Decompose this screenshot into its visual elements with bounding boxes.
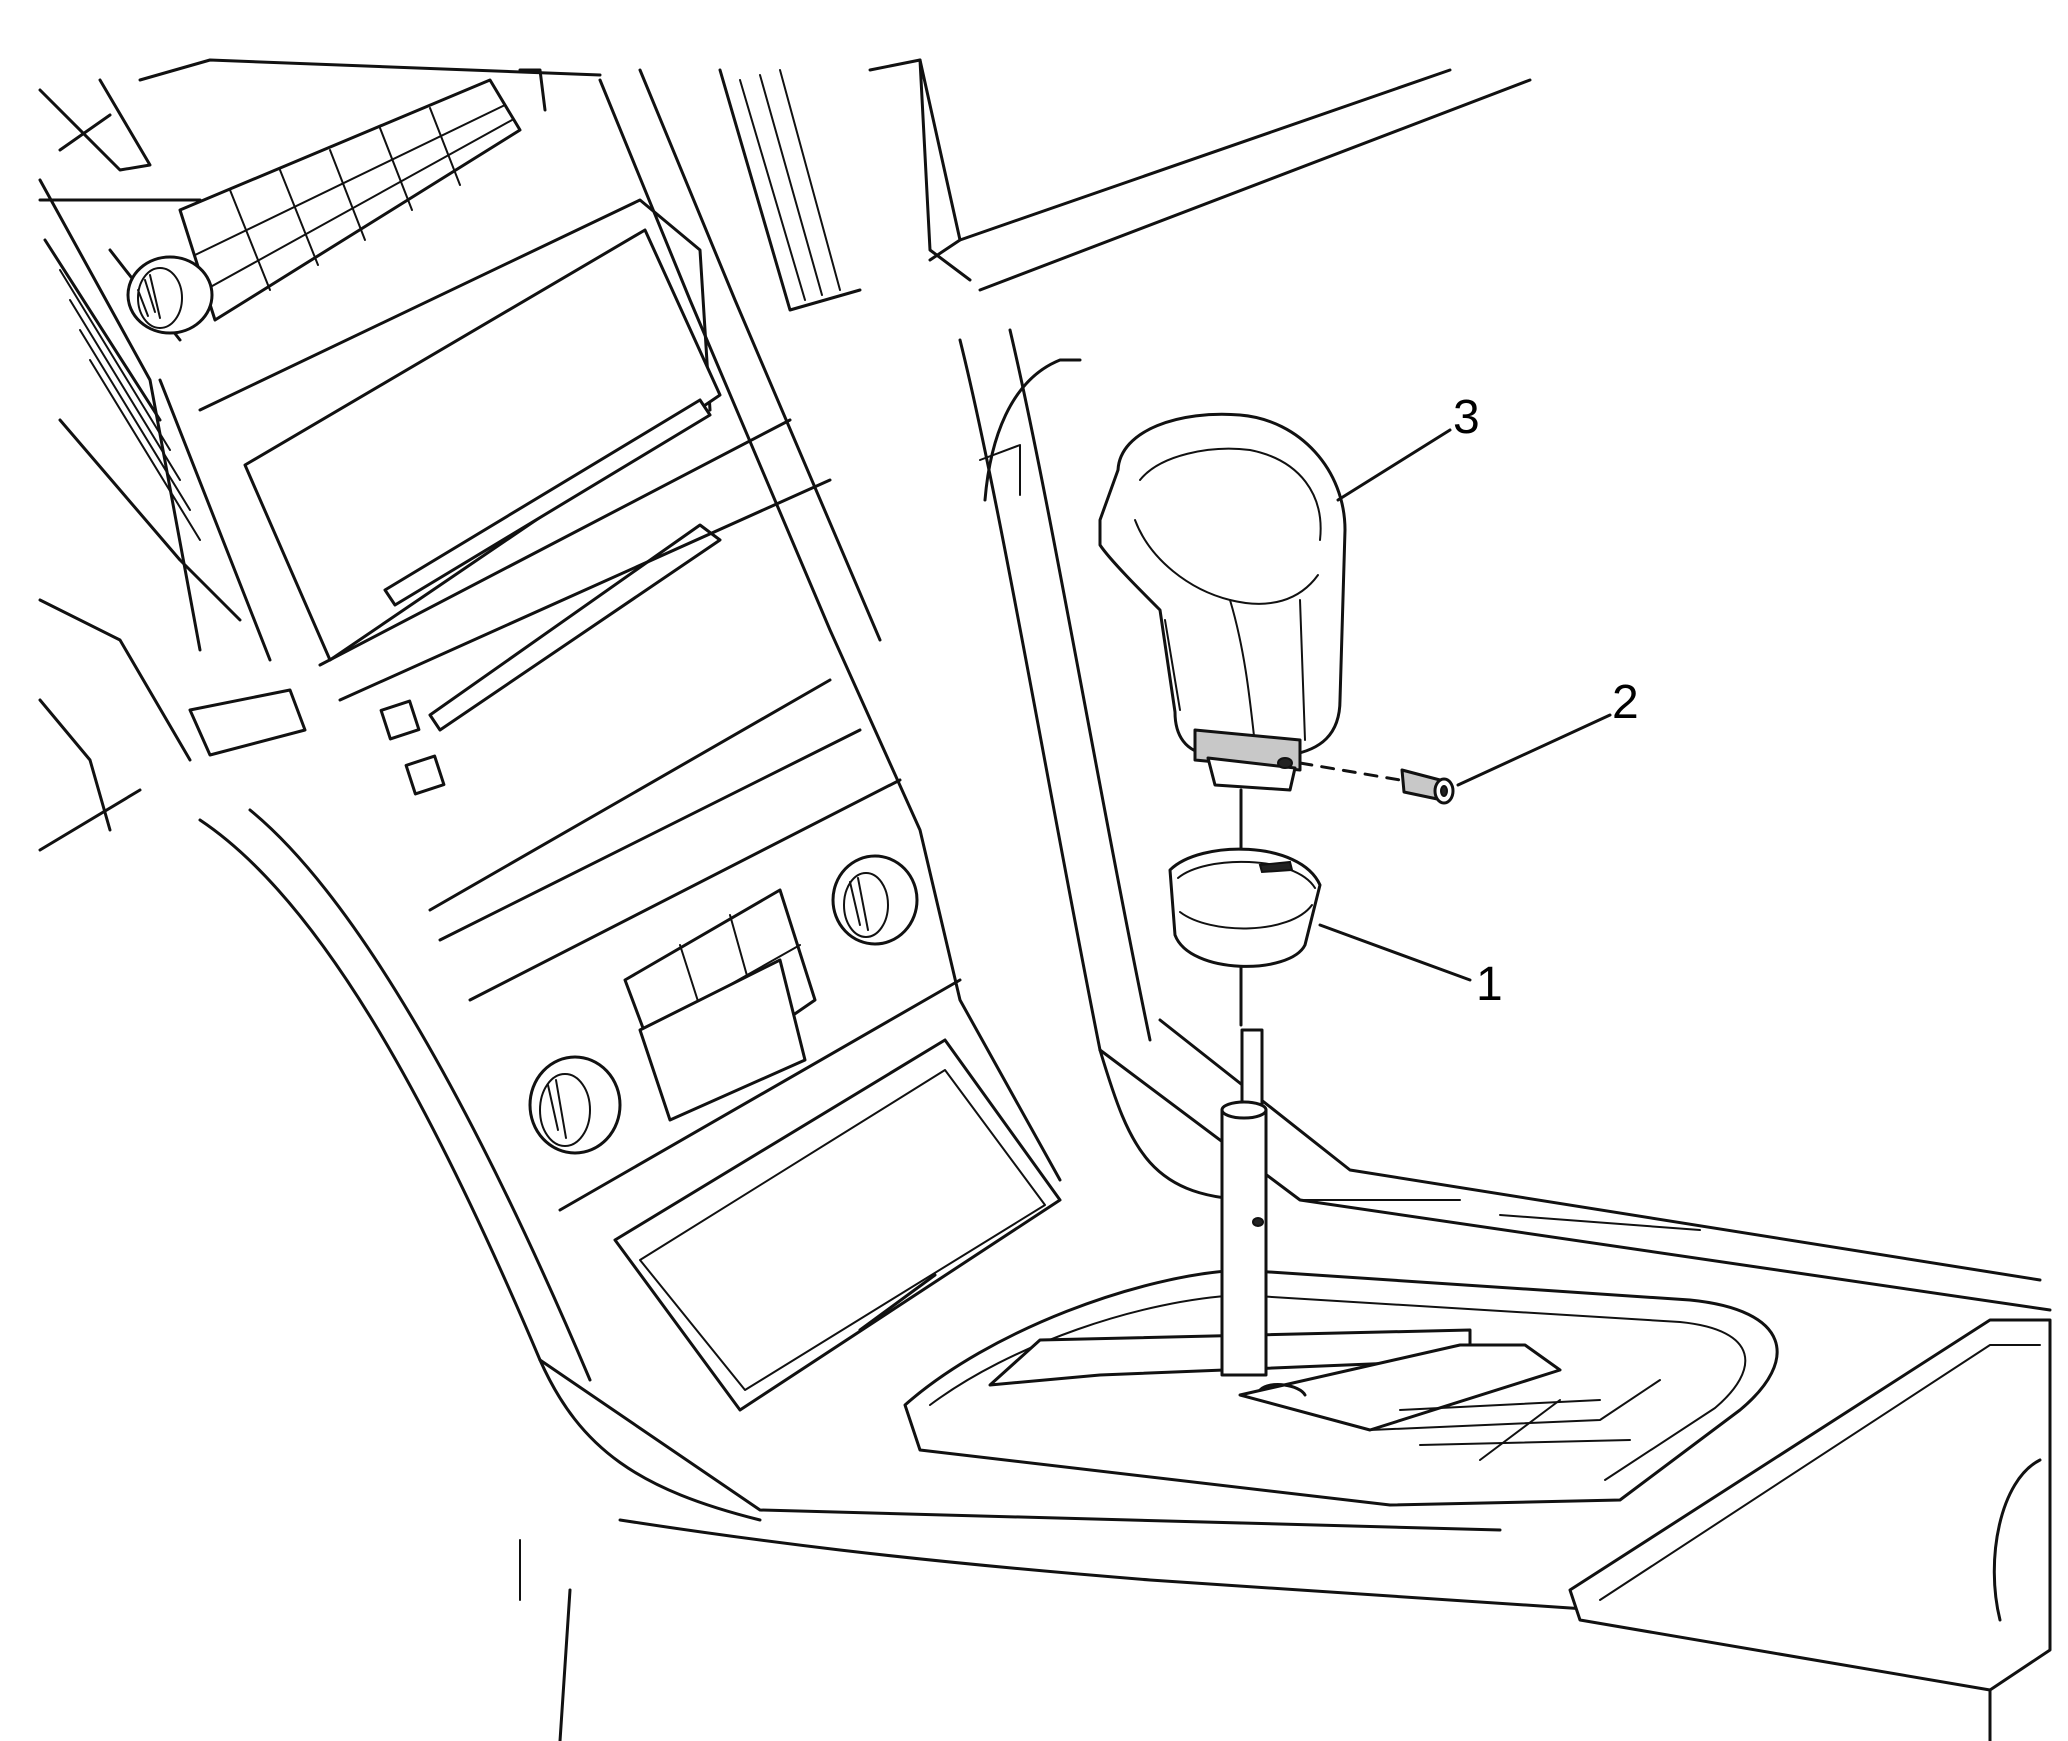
left-vent-area [38,178,307,852]
shift-gate [903,1268,1779,1507]
part-1-knob-boot [1168,847,1322,968]
rotary-knob-center-right [831,854,919,946]
climate-control-panel [428,678,962,1212]
console-right-side [519,1318,2052,1741]
button-grid [178,78,522,322]
rotary-knob-upper-left [126,255,214,335]
callout-1-label: 1 [1476,958,1503,1011]
console-surround [198,68,2052,1612]
dash-upper-left [38,58,602,342]
leader-line-1 [1318,923,1472,982]
leader-line-3 [1336,428,1452,502]
part-2-retaining-screw [1298,761,1455,805]
shift-lever-shaft [1220,1028,1268,1377]
radio-display-panel [198,198,832,796]
storage-bin [613,1038,1062,1412]
leader-line-2 [1456,713,1612,787]
dash-upper-right [718,58,1532,502]
climate-buttons [623,888,817,1122]
rotary-knob-lower-left [528,1055,622,1155]
part-3-shift-knob [1098,412,1347,792]
callout-2-label: 2 [1612,676,1639,729]
callout-leaders [1318,428,1612,982]
callout-3-label: 3 [1453,391,1480,444]
